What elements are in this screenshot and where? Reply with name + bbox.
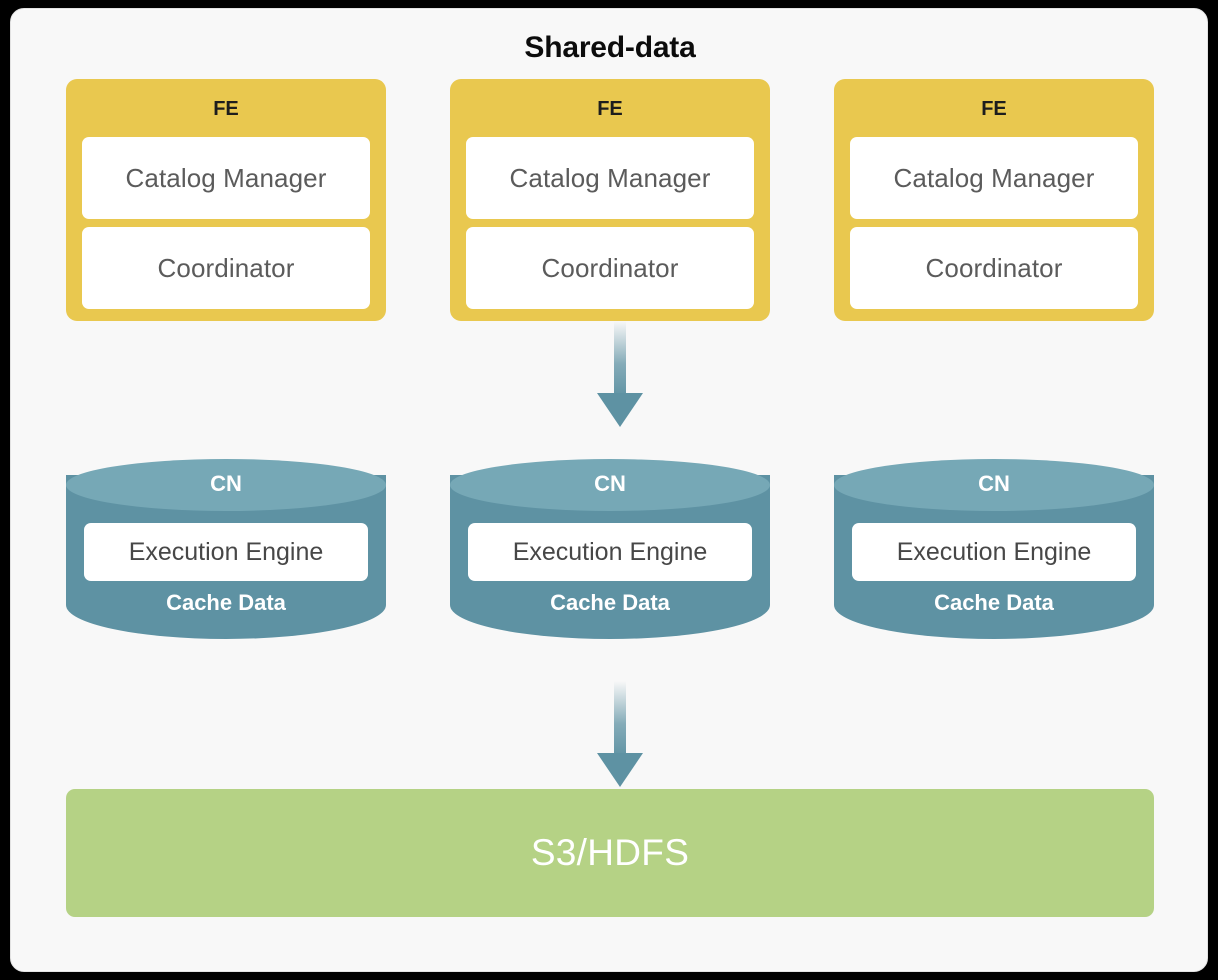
fe-node-3[interactable]: FE Catalog Manager Coordinator	[834, 79, 1154, 321]
fe-node-2[interactable]: FE Catalog Manager Coordinator	[450, 79, 770, 321]
cn-node-3[interactable]: CN Execution Engine Cache Data	[834, 459, 1154, 655]
fe-to-cn-arrow	[585, 321, 655, 436]
coordinator-box: Coordinator	[82, 227, 370, 309]
cache-data-label: Cache Data	[934, 590, 1054, 615]
execution-engine-box: Execution Engine	[468, 523, 752, 581]
cache-data-label: Cache Data	[550, 590, 670, 615]
execution-engine-box: Execution Engine	[852, 523, 1136, 581]
catalog-manager-box: Catalog Manager	[82, 137, 370, 219]
cn-node-title: CN	[210, 471, 242, 496]
cache-data-label: Cache Data	[166, 590, 286, 615]
fe-node-title: FE	[213, 98, 239, 120]
diagram-panel: Shared-data FE Catalog Manager Coordinat…	[10, 8, 1208, 972]
fe-node-title: FE	[981, 98, 1007, 120]
storage-label: S3/HDFS	[530, 832, 690, 873]
page-title: Shared-data	[524, 31, 696, 64]
coordinator-box: Coordinator	[850, 227, 1138, 309]
cn-to-storage-arrow	[585, 681, 655, 796]
cn-node-title: CN	[594, 471, 626, 496]
fe-node-title: FE	[597, 98, 623, 120]
fe-node-1[interactable]: FE Catalog Manager Coordinator	[66, 79, 386, 321]
cylinder-top-icon	[66, 459, 386, 511]
execution-engine-box: Execution Engine	[84, 523, 368, 581]
catalog-manager-box: Catalog Manager	[466, 137, 754, 219]
cn-node-1[interactable]: CN Execution Engine Cache Data	[66, 459, 386, 655]
catalog-manager-box: Catalog Manager	[850, 137, 1138, 219]
cylinder-top-icon	[450, 459, 770, 511]
cn-node-title: CN	[978, 471, 1010, 496]
storage-node[interactable]: S3/HDFS	[66, 789, 1154, 917]
cylinder-top-icon	[834, 459, 1154, 511]
coordinator-box: Coordinator	[466, 227, 754, 309]
cn-node-2[interactable]: CN Execution Engine Cache Data	[450, 459, 770, 655]
